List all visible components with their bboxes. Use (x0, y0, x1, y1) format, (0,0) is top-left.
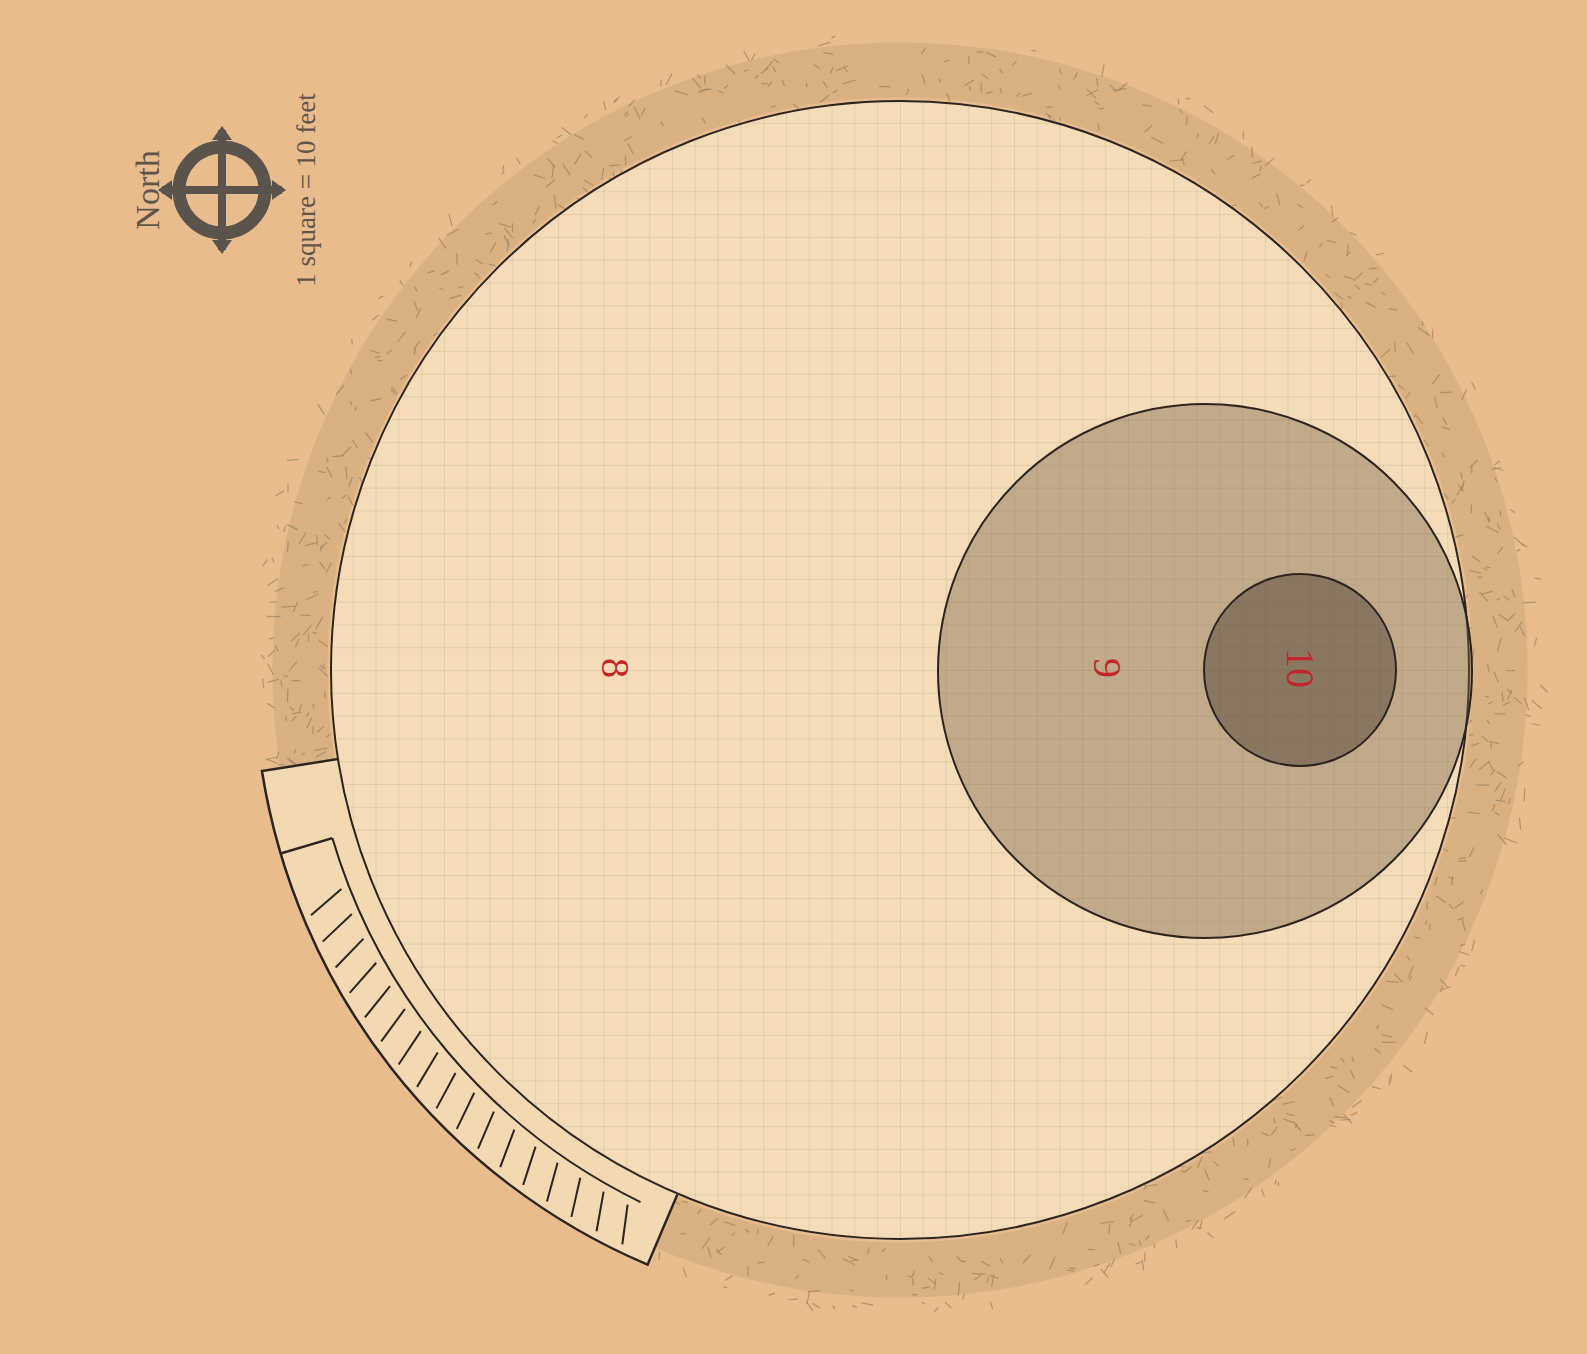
chamber-area: 8 9 10 (330, 100, 1470, 1240)
pit-center: 10 (1203, 573, 1397, 767)
pit-ring: 9 10 (937, 403, 1473, 939)
area-number: 8 (595, 658, 635, 678)
scale-note: 1 square = 10 feet (293, 93, 320, 287)
area-number: 9 (1087, 658, 1127, 678)
floor-grid (330, 100, 1470, 1240)
area-number: 10 (1280, 648, 1320, 688)
compass-label: North (131, 150, 165, 229)
chamber-floor (330, 100, 1470, 1240)
rubble-texture (261, 36, 1547, 1312)
compass-rose (158, 126, 286, 254)
